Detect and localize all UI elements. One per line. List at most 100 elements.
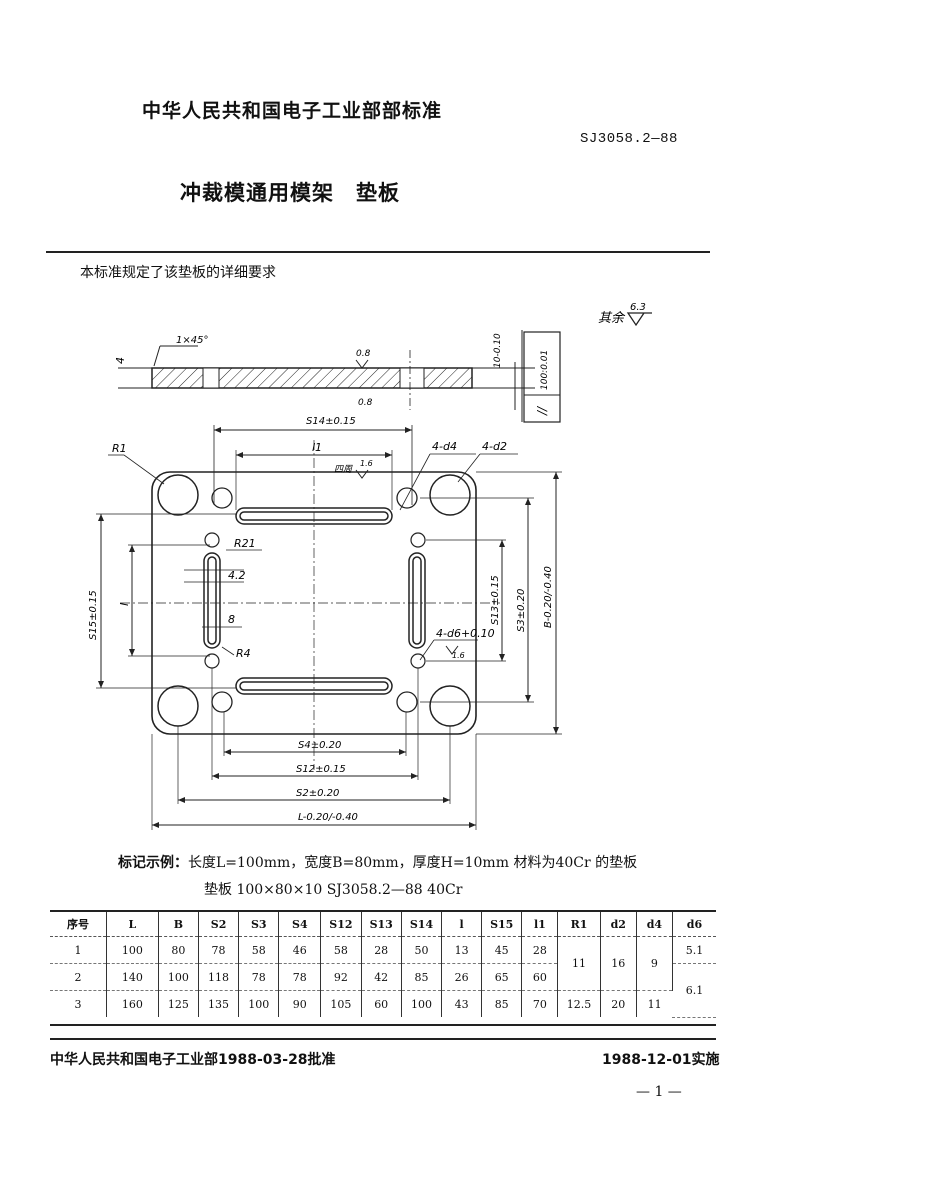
col-header: d6 [672,912,716,937]
table-cell: 80 [158,936,199,964]
table-cell: 90 [278,990,322,1017]
dim-b: B-0.20/-0.40 [543,566,554,628]
table-cell: 160 [106,990,159,1017]
surface-roughness-other: 其余 6.3 [598,302,652,327]
table-cell: 140 [106,963,159,991]
table-cell-d6: 6.1 [672,963,716,1018]
table-cell: 92 [320,963,362,991]
dim-l: L-0.20/-0.40 [298,812,358,823]
roughness-symbol-icon [626,312,652,327]
table-cell: 60 [361,990,402,1017]
label-8: 8 [228,613,235,626]
roughness-bottom-label: 0.8 [358,398,373,408]
col-header: R1 [557,912,601,937]
dim-s13: S13±0.15 [490,575,501,625]
table-cell: 43 [441,990,483,1017]
page-number: — 1 — [636,1084,682,1100]
table-header-row: 序号 L B S2 S3 S4 S12 S13 S14 l S15 l1 R1 … [50,912,716,937]
approval-note: 中华人民共和国电子工业部1988-03-28批准 [50,1052,336,1068]
col-header: S15 [481,912,523,937]
label-4-2: 4.2 [228,569,246,582]
document-title: 冲裁模通用模架垫板 [180,177,400,207]
table-cell: 85 [481,990,523,1017]
table-cell: 13 [441,936,483,964]
label-around-value: 1.6 [360,459,373,468]
col-header: S14 [401,912,443,937]
table-cell: 58 [320,936,362,964]
col-header: S12 [320,912,362,937]
table-cell: 3 [50,990,108,1017]
label-l1: l1 [312,441,322,454]
surface-other-label: 其余 [598,310,626,326]
col-header: L [106,912,159,937]
label-r21: R21 [234,537,256,550]
table-cell: 50 [401,936,443,964]
table-cell: 65 [481,963,523,991]
dim-s2: S2±0.20 [296,788,339,799]
dim-s14: S14±0.15 [306,416,356,427]
col-header: S2 [198,912,240,937]
label-r4: R4 [236,647,251,660]
table-cell: 78 [198,936,240,964]
slots [203,507,426,695]
table-row: 1 100 80 78 58 46 58 28 50 13 45 28 11 1… [50,936,716,991]
col-header: l1 [521,912,559,937]
table-cell: 125 [158,990,199,1017]
table-cell: 100 [238,990,280,1017]
table-cell: 100 [401,990,443,1017]
title-main: 冲裁模通用模架 [180,181,334,205]
col-header: S13 [361,912,402,937]
parallelism-symbol: // [535,405,549,416]
marking-example-label: 标记示例： [118,855,188,871]
table-cell: 45 [481,936,523,964]
thickness-tol-label: 10-0.10 [493,333,503,368]
col-header: B [158,912,199,937]
table-cell: 58 [238,936,280,964]
table-cell: 105 [320,990,362,1017]
dim-s3: S3±0.20 [516,589,527,632]
parallelism-value: 100:0.01 [540,350,550,390]
table-cell: 1 [50,936,108,964]
dim-s12: S12±0.15 [296,764,346,775]
label-4d2: 4-d2 [482,440,507,453]
table-cell: 26 [441,963,483,991]
standard-code: SJ3058.2—88 [580,131,678,147]
table-cell: 100 [158,963,199,991]
surface-other-value: 6.3 [630,302,646,313]
marking-example: 标记示例：长度L=100mm，宽度B=80mm，厚度H=10mm 材料为40Cr… [118,852,637,872]
table-cell: 85 [401,963,443,991]
table-cell: 135 [198,990,240,1017]
dimension-table: 序号 L B S2 S3 S4 S12 S13 S14 l S15 l1 R1 … [50,912,716,1018]
col-header: 序号 [50,912,108,937]
col-header: d2 [600,912,637,937]
scope-text: 本标准规定了该垫板的详细要求 [80,265,276,281]
table-cell: 28 [521,936,559,964]
col-header: S3 [238,912,280,937]
label-4d6-roughness: 1.6 [452,651,465,660]
header-rule [46,251,710,253]
table-top-rule [50,910,716,912]
marking-example-code: 垫板 100×80×10 SJ3058.2—88 40Cr [204,882,463,898]
title-part: 垫板 [356,181,400,205]
roughness-top-label: 0.8 [356,349,371,359]
dim-s15: S15±0.15 [88,590,99,640]
label-around: 四周 [334,464,353,475]
table-cell: 60 [521,963,559,991]
plan-view: S14±0.15 l1 四周 1.6 R1 4-d4 4-d2 R21 4.2 … [88,416,562,830]
table-cell: 100 [106,936,159,964]
col-header: l [441,912,483,937]
table-cell-r1: 11 [557,936,601,991]
dim-s4: S4±0.20 [298,740,341,751]
section-view: 1×45° 4 0.8 0.8 10-0.10 100:0.01 // [114,330,561,423]
table-cell-r1: 12.5 [557,990,601,1017]
table-cell: 118 [198,963,240,991]
thickness-dim-label: 4 [114,357,127,364]
effective-date: 1988-12-01实施 [602,1052,720,1068]
table-cell-d6: 5.1 [672,936,716,964]
footer-rule [50,1038,716,1040]
table-cell: 2 [50,963,108,991]
col-header: d4 [636,912,673,937]
organization-title: 中华人民共和国电子工业部部标准 [142,100,443,122]
label-r1: R1 [112,442,127,455]
